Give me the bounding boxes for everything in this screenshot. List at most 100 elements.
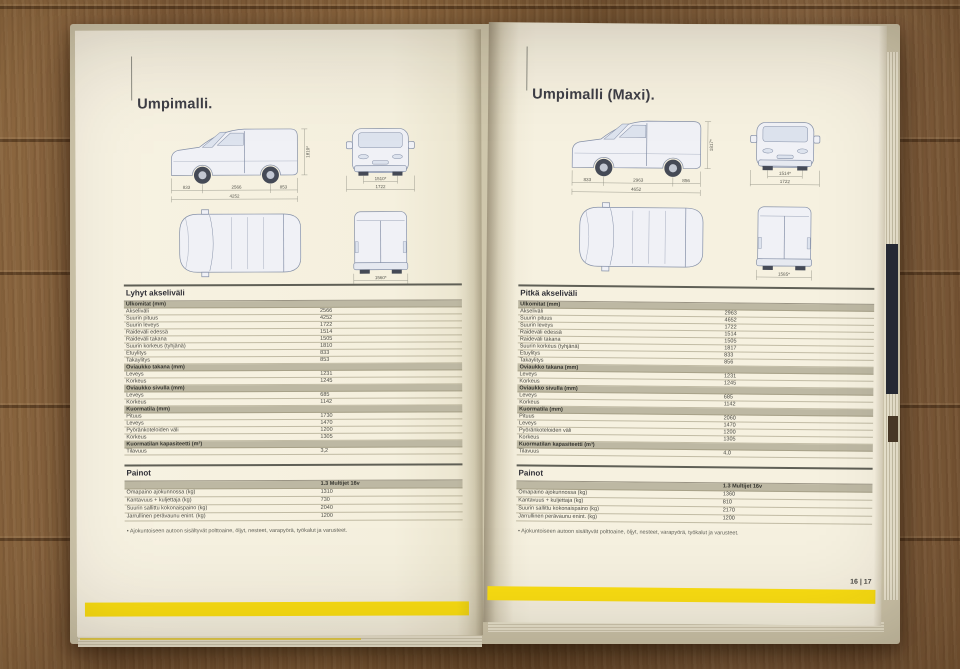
spec-table: Ulkomitat (mm) Akseliväli 2963 Suurin pi… <box>516 301 875 459</box>
dim-rear-overhang: 853 <box>280 184 288 189</box>
dim-overall-width: 1722 <box>780 179 791 184</box>
weights-value: 1200 <box>320 512 333 519</box>
yellow-accent-bar <box>84 601 469 617</box>
spec-label: Tilavuus <box>518 448 540 455</box>
spec-label: Suurin korkeus (tyhjänä) <box>126 343 186 350</box>
weights-value: 1310 <box>320 488 333 495</box>
yellow-accent-bar <box>487 586 876 604</box>
weights-label: Suurin sallittu kokonaispaino (kg) <box>126 505 208 512</box>
weights-value: 1.3 Multijet 16v <box>320 480 360 487</box>
spec-label: Etuylitys <box>126 350 147 357</box>
spec-value: 1722 <box>320 321 333 328</box>
weights-label <box>125 484 321 485</box>
dimension-labels: 833 2566 853 4252 1810* 1510* 1722 1560* <box>183 146 387 280</box>
section-title: Lyhyt akseliväli <box>123 283 462 302</box>
weights-label: Omapaino ajokunnossa (kg) <box>126 489 196 496</box>
spec-label: Leveys <box>126 371 144 378</box>
dim-overall-height: 1817* <box>709 139 714 151</box>
weights-row: Jarrullinen perävaunu enint. (kg) 1200 <box>124 512 463 522</box>
spec-label: Oviaukko sivulla (mm) <box>126 385 185 392</box>
spec-section: Pitkä akseliväli Ulkomitat (mm) Akselivä… <box>516 284 875 537</box>
spec-value <box>725 306 875 307</box>
spec-value: 833 <box>320 349 330 356</box>
spec-label: Tilavuus <box>126 448 147 455</box>
spec-label: Akseliväli <box>125 308 149 315</box>
footnote: • Ajokuntoiseen autoon sisältyvät poltto… <box>517 528 739 537</box>
weights-value: 2170 <box>722 507 735 514</box>
weights-label: Kantavuus + kuljettaja (kg) <box>126 497 192 504</box>
weights-table: 1.3 Multijet 16v Omapaino ajokunnossa (k… <box>124 480 463 522</box>
page-title: Umpimalli (Maxi). <box>532 86 655 104</box>
spec-table: Ulkomitat (mm) Akseliväli 2566 Suurin pi… <box>123 300 463 456</box>
spec-value: 3,2 <box>320 447 329 454</box>
spec-value: 1231 <box>320 370 333 377</box>
spec-value: 1142 <box>320 398 333 405</box>
dim-wheelbase: 2963 <box>633 178 644 183</box>
spec-row: Tilavuus 3,2 <box>124 447 463 456</box>
spec-label: Kuormatila (mm) <box>126 406 170 413</box>
spec-value: 853 <box>320 356 330 363</box>
van-rear-view <box>756 206 812 271</box>
page-edge-stack-bottom-right <box>488 622 884 632</box>
dim-front-overhang: 833 <box>584 177 592 182</box>
dimension-labels: 833 2963 856 4652 1817* 1514* 1722 1585* <box>584 139 792 277</box>
spec-value: 1730 <box>320 412 333 419</box>
spec-label: Korkeus <box>126 378 147 385</box>
spec-value: 1810 <box>320 342 333 349</box>
weights-value: 810 <box>722 499 732 506</box>
dim-overall-width: 1722 <box>375 184 386 189</box>
weights-value: 1360 <box>722 491 736 498</box>
spec-value: 4,0 <box>723 450 731 457</box>
right-page: Umpimalli (Maxi). <box>483 22 887 626</box>
vehicle-diagram-group: 833 2566 853 4252 1810* 1510* 1722 1560* <box>133 113 464 306</box>
dim-wheelbase: 2566 <box>231 185 242 190</box>
spec-label: Takaylitys <box>126 357 150 364</box>
spec-label: Oviaukko takana (mm) <box>126 364 185 371</box>
dim-rear-width: 1585* <box>778 272 790 277</box>
page-number: 16 | 17 <box>850 578 872 586</box>
dim-rear-overhang: 856 <box>682 178 690 183</box>
weights-label: Jarrullinen perävaunu enint. (kg) <box>518 513 598 521</box>
weights-value: 2040 <box>320 504 333 511</box>
left-page: Umpimalli. <box>74 29 484 637</box>
spec-section: Lyhyt akseliväli Ulkomitat (mm) Akselivä… <box>123 283 463 535</box>
van-top-view <box>179 209 302 278</box>
spec-value: 1245 <box>320 377 333 384</box>
spec-label: Raideväli edessä <box>125 329 168 336</box>
van-rear-view <box>353 211 409 274</box>
spec-label: Leveys <box>126 420 144 427</box>
dim-total-length: 4652 <box>631 187 642 192</box>
spec-label: Kuormatilan kapasiteetti (m³) <box>126 441 203 448</box>
spec-label: Suurin leveys <box>125 322 160 329</box>
spec-label: Korkeus <box>126 399 147 406</box>
spec-label: Ulkomitat (mm) <box>125 301 166 308</box>
van-side-view <box>171 128 298 176</box>
spec-value: 1305 <box>320 433 333 440</box>
spec-value: 1470 <box>320 419 333 426</box>
spec-label: Raideväli takana <box>126 336 167 343</box>
spec-value <box>724 411 874 412</box>
vehicle-diagrams-svg: 833 2566 853 4252 1810* 1510* 1722 1560* <box>171 128 415 284</box>
open-brochure: Umpimalli. <box>64 16 900 648</box>
dim-front-overhang: 833 <box>183 185 191 190</box>
spec-label: Leveys <box>126 392 144 399</box>
spec-value: 685 <box>320 391 330 398</box>
spec-value <box>724 369 874 370</box>
cover-edge-dark-small <box>888 416 898 442</box>
van-front-view <box>750 121 821 171</box>
spec-value <box>724 390 874 391</box>
title-rule <box>526 46 528 91</box>
dim-front-track: 1510* <box>375 176 387 181</box>
spec-value: 4252 <box>319 314 333 321</box>
footnote: • Ajokuntoiseen autoon sisältyvät poltto… <box>126 527 348 535</box>
weights-table: 1.3 Multijet 16v Omapaino ajokunnossa (k… <box>516 481 873 525</box>
dim-front-track: 1514* <box>779 171 791 176</box>
spec-value <box>723 446 873 447</box>
spec-value: 1505 <box>320 335 333 342</box>
vehicle-diagrams-svg: 833 2963 856 4652 1817* 1514* 1722 1585* <box>571 120 821 281</box>
page-edge-stack-bottom-left <box>78 636 482 647</box>
title-rule <box>131 56 133 101</box>
weights-label: Jarrullinen perävaunu enint. (kg) <box>126 513 206 520</box>
page-title: Umpimalli. <box>137 96 213 113</box>
spec-value: 2566 <box>319 307 333 314</box>
